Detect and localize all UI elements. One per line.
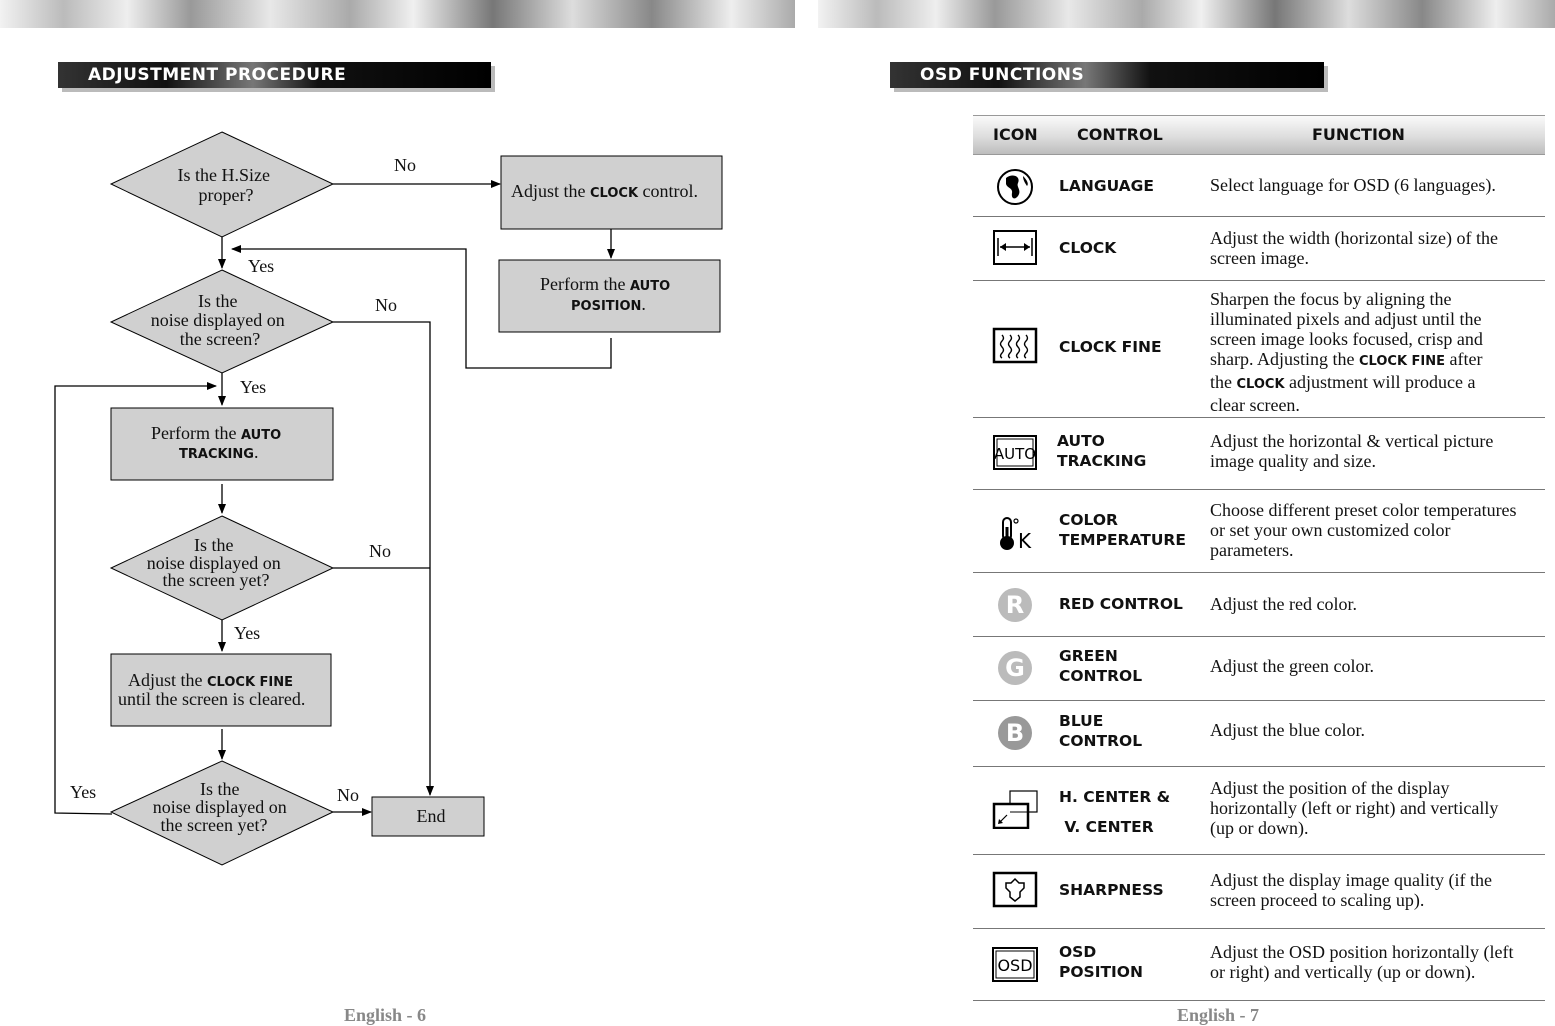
function-text: Adjust the OSD position horizontally (le… xyxy=(1210,942,1514,982)
function-text: Adjust the position of the display horiz… xyxy=(1210,778,1499,838)
decision-noise-3-text: Is the noise displayed on the screen yet… xyxy=(153,779,291,835)
box-adjust-clock xyxy=(500,155,723,230)
box-adjust-clock-text: Adjust the CLOCK control. xyxy=(511,181,698,201)
osd-icon: OSD xyxy=(992,947,1038,982)
box-auto-position-line2: POSITION. xyxy=(571,294,646,314)
table-row: R RED CONTROL Adjust the red color. xyxy=(973,573,1545,637)
bold-keyword: CLOCK FINE xyxy=(1359,354,1446,369)
decision-noise-1-text: Is the noise displayed on the screen? xyxy=(151,291,289,349)
table-header: ICON CONTROL FUNCTION xyxy=(973,115,1545,155)
section-title-text: ADJUSTMENT PROCEDURE xyxy=(88,65,347,85)
decision-noise-1 xyxy=(109,269,335,374)
box-end xyxy=(371,796,485,837)
control-name: CLOCK FINE xyxy=(1059,338,1162,356)
red-r-icon: R xyxy=(998,588,1032,622)
page-number-left: English - 6 xyxy=(344,1005,427,1025)
label-no: No xyxy=(375,295,397,315)
svg-text:B: B xyxy=(1006,719,1024,747)
function-text: Adjust the red color. xyxy=(1210,594,1357,614)
label-yes: Yes xyxy=(234,623,260,643)
control-name: H. CENTER & V. CENTER xyxy=(1059,788,1171,836)
globe-icon xyxy=(997,169,1033,205)
table-row: CLOCK Adjust the width (horizontal size)… xyxy=(973,217,1545,281)
green-g-icon: G xyxy=(998,651,1032,685)
bold-keyword: CLOCK xyxy=(1236,377,1285,392)
svg-text:K: K xyxy=(1018,529,1032,553)
box-auto-position-line1: Perform the AUTO xyxy=(540,274,670,294)
table-row: H. CENTER & V. CENTER Adjust the positio… xyxy=(973,767,1545,855)
function-text: Adjust the width (horizontal size) of th… xyxy=(1210,228,1498,268)
box-auto-tracking xyxy=(110,407,334,481)
label-no: No xyxy=(394,155,416,175)
svg-text:R: R xyxy=(1006,591,1024,619)
label-yes: Yes xyxy=(248,256,274,276)
control-name: SHARPNESS xyxy=(1059,881,1164,899)
svg-text:AUTO: AUTO xyxy=(994,445,1036,463)
svg-text:G: G xyxy=(1005,654,1025,682)
box-auto-tracking-line2: TRACKING. xyxy=(179,442,258,462)
wave-lines-icon xyxy=(992,327,1038,364)
adjustment-flowchart: Is the H.Size proper? Is the noise displ… xyxy=(54,131,723,866)
function-text: Choose different preset color temperatur… xyxy=(1210,500,1517,560)
function-text: Adjust the display image quality (if the… xyxy=(1210,870,1492,910)
label-no: No xyxy=(337,785,359,805)
function-text: Select language for OSD (6 languages). xyxy=(1210,175,1496,195)
header-icon: ICON xyxy=(993,125,1038,144)
decision-hsize xyxy=(109,131,335,238)
box-clock-fine xyxy=(110,653,332,727)
header-control: CONTROL xyxy=(1077,125,1163,144)
function-text: Adjust the blue color. xyxy=(1210,720,1365,740)
osd-functions-table: ICON CONTROL FUNCTION LANGUAGE Select la… xyxy=(973,115,1545,1001)
svg-text:OSD: OSD xyxy=(997,956,1032,975)
position-icon xyxy=(992,790,1038,829)
thermometer-icon: K xyxy=(1000,517,1032,553)
label-yes: Yes xyxy=(70,782,96,802)
horizontal-arrow-icon xyxy=(993,230,1037,265)
label-yes: Yes xyxy=(240,377,266,397)
table-row: SHARPNESS Adjust the display image quali… xyxy=(973,855,1545,929)
table-row: LANGUAGE Select language for OSD (6 lang… xyxy=(973,155,1545,217)
decision-noise-3 xyxy=(109,760,335,866)
box-auto-position xyxy=(498,259,721,333)
decision-noise-2-text: Is the noise displayed on the screen yet… xyxy=(147,535,285,590)
function-text: Sharpen the focus by aligning the illumi… xyxy=(1210,289,1483,415)
box-clock-fine-line1: Adjust the CLOCK FINE xyxy=(128,670,293,690)
header-function: FUNCTION xyxy=(1312,125,1405,144)
decision-noise-2 xyxy=(109,515,335,621)
control-name: LANGUAGE xyxy=(1059,177,1154,195)
section-title-osd: OSD FUNCTIONS xyxy=(890,62,1324,88)
function-text: Adjust the green color. xyxy=(1210,656,1374,676)
blue-b-icon: B xyxy=(998,716,1032,750)
top-decoration-left xyxy=(0,0,795,28)
control-name: RED CONTROL xyxy=(1059,595,1183,613)
section-title-adjustment: ADJUSTMENT PROCEDURE xyxy=(58,62,491,88)
page-number-right: English - 7 xyxy=(1177,1005,1260,1025)
auto-icon: AUTO xyxy=(993,435,1037,470)
label-no: No xyxy=(369,541,391,561)
box-auto-tracking-line1: Perform the AUTO xyxy=(151,423,281,443)
sharpness-icon xyxy=(992,871,1038,908)
table-row: CLOCK FINE Sharpen the focus by aligning… xyxy=(973,281,1545,418)
section-title-text: OSD FUNCTIONS xyxy=(920,65,1085,85)
box-clock-fine-line2: until the screen is cleared. xyxy=(118,689,305,709)
top-decoration-right xyxy=(818,0,1555,28)
control-name: CLOCK xyxy=(1059,239,1117,257)
function-text: Adjust the horizontal & vertical picture… xyxy=(1210,431,1494,471)
box-end-text: End xyxy=(417,806,446,826)
decision-hsize-text: Is the H.Size proper? xyxy=(178,165,275,205)
